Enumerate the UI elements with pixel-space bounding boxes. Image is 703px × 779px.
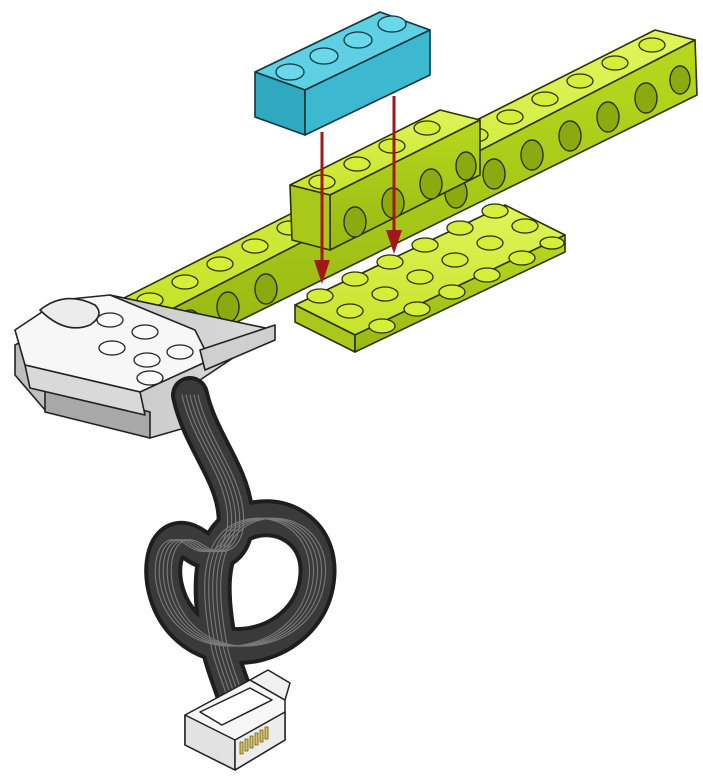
brick-1x4 <box>255 12 430 135</box>
cable <box>155 395 325 720</box>
